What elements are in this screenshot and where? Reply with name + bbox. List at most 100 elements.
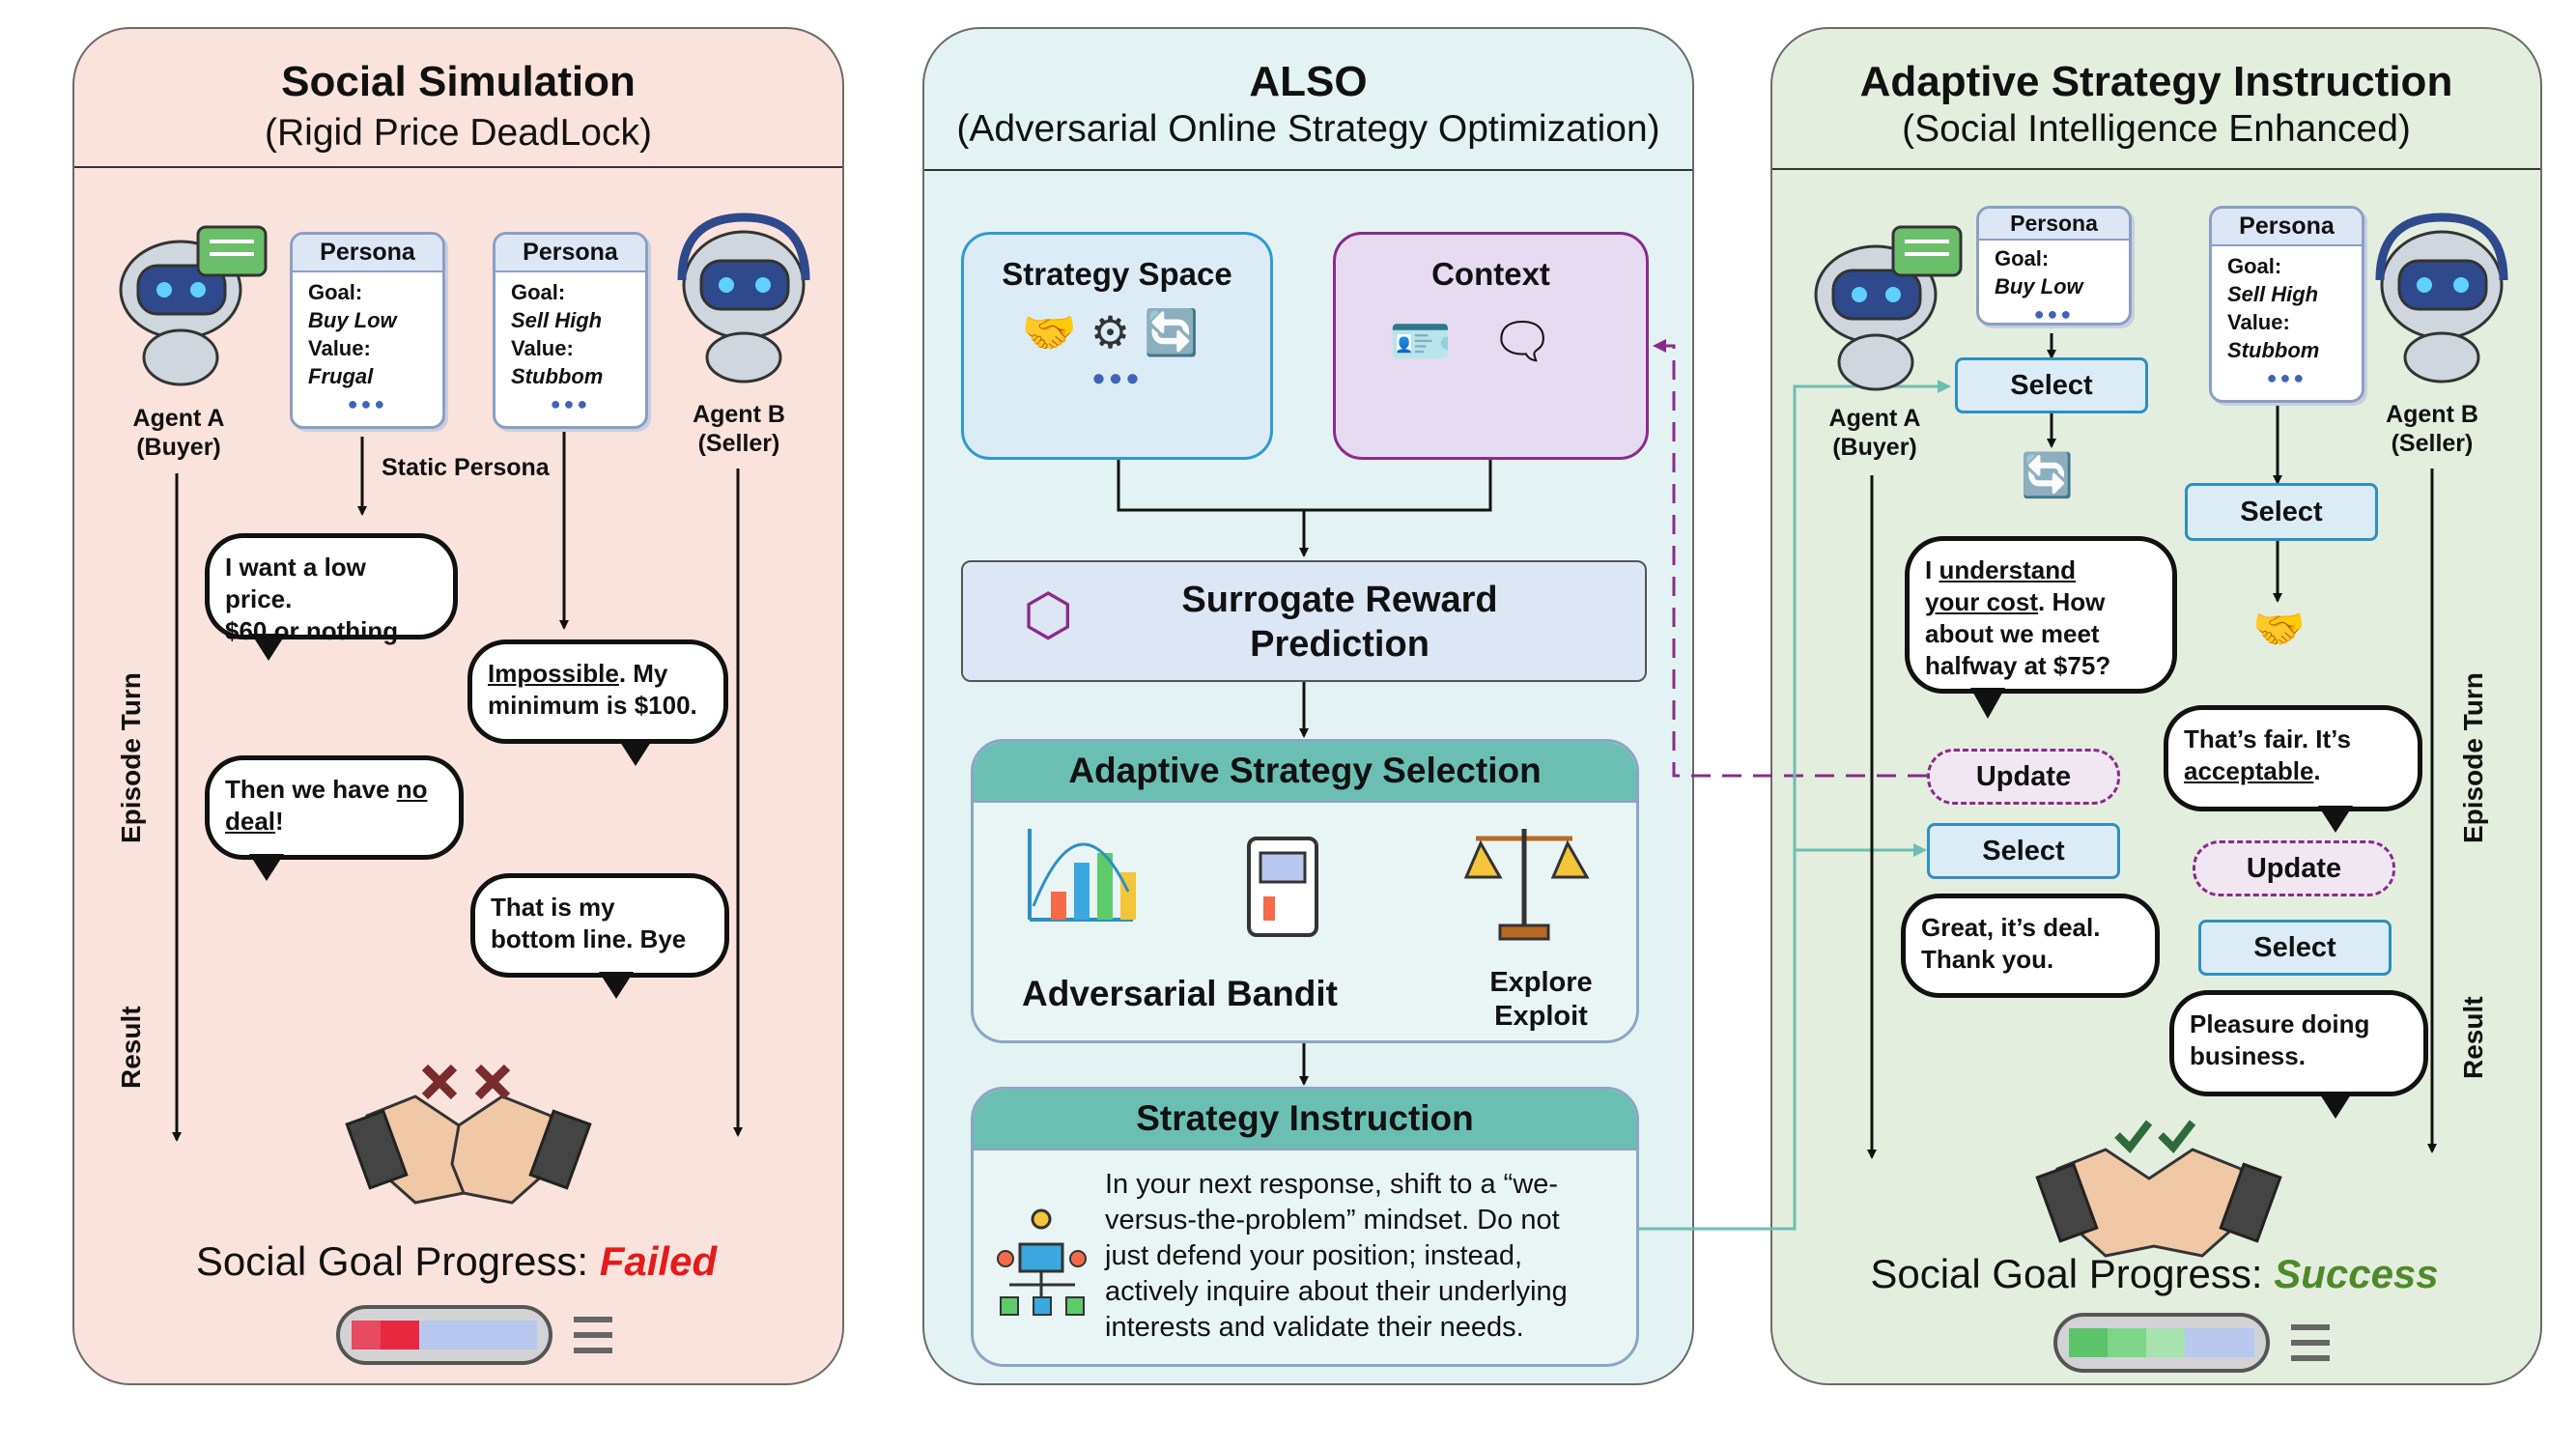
surrogate-reward-box: ⬡ Surrogate Reward Prediction (961, 560, 1647, 682)
select-button[interactable]: Select (1927, 823, 2120, 879)
value-value: Stubbom (511, 364, 604, 388)
goal-value: Sell High (2227, 282, 2319, 306)
agent-role: (Buyer) (136, 434, 221, 461)
persona-card-a-right: Persona Goal: Buy Low ●●● (1976, 206, 2132, 326)
goal-value: Buy Low (1995, 274, 2083, 298)
strategy-space-label: Strategy Space (1002, 256, 1232, 292)
panel-title: ALSO (1249, 58, 1368, 105)
agent-a-label-right: Agent A (Buyer) (1802, 404, 1947, 462)
strategy-instruction-header: Strategy Instruction (974, 1090, 1636, 1151)
exploit-text: Exploit (1494, 1001, 1588, 1032)
agent-name: Agent B (693, 401, 785, 428)
robot-a-icon (119, 225, 268, 386)
adversarial-bandit-label: Adversarial Bandit (1022, 974, 1338, 1013)
progress-label: Social Goal Progress: (195, 1238, 600, 1284)
agent-role: (Seller) (2391, 430, 2474, 457)
agent-a-label: Agent A (Buyer) (106, 404, 251, 462)
speech-bubble: I want a low price. $60 or nothing (205, 533, 458, 645)
persona-header: Persona (2212, 209, 2362, 246)
speech-bubble: Then we have no deal! (205, 755, 464, 860)
goal-value: Sell High (511, 308, 603, 332)
adaptive-selection-header: Adaptive Strategy Selection (974, 742, 1636, 803)
bubble-line: Pleasure doing (2190, 1009, 2370, 1038)
agent-b-label: Agent B (Seller) (666, 400, 811, 458)
update-button[interactable]: Update (2193, 840, 2395, 896)
bandit-chart-icon (1028, 829, 1590, 941)
speech-bubble: Pleasure doing business. (2169, 990, 2428, 1096)
instruction-line: interests and validate their needs. (1105, 1312, 1524, 1343)
goal-label: Goal: (2227, 254, 2282, 278)
static-persona-label: Static Persona (382, 454, 550, 481)
strategy-space-box: Strategy Space 🤝⚙🔄 ●●● (961, 232, 1273, 460)
bubble-tail (249, 854, 284, 881)
persona-card-b: Persona Goal: Sell High Value: Stubbom ●… (493, 232, 648, 429)
more-icon: ●●● (2033, 304, 2075, 324)
failed-progress-bar (336, 1305, 612, 1365)
bubble-line: Great, it’s deal. (1921, 913, 2101, 942)
bubble-text: I (1925, 555, 1939, 584)
agent-role: (Seller) (697, 430, 780, 457)
context-icons: 🪪🗨 (1389, 314, 1593, 370)
persona-header: Persona (293, 235, 442, 272)
instruction-line: In your next response, shift to a “we- (1105, 1169, 1559, 1200)
agent-role: (Buyer) (1832, 434, 1917, 461)
broken-handshake-icon (345, 1064, 592, 1205)
explore-exploit-label: Explore Exploit (1437, 966, 1636, 1034)
goal-label: Goal: (308, 280, 363, 304)
agent-name: Agent A (1828, 405, 1921, 432)
persona-header: Persona (495, 235, 645, 272)
instruction-line: just defend your position; instead, (1105, 1240, 1523, 1271)
instruction-line: actively inquire about their underlying (1105, 1276, 1568, 1307)
success-progress-text: Social Goal Progress: Success (1770, 1251, 2538, 1297)
speech-bubble: Great, it’s deal. Thank you. (1901, 894, 2160, 998)
value-label: Value: (308, 336, 371, 360)
bubble-line: I want a low price. (225, 553, 366, 613)
surrogate-line: Surrogate Reward (1181, 580, 1498, 620)
robot-b-icon (677, 213, 810, 384)
value-label: Value: (2227, 310, 2290, 334)
agent-name: Agent B (2386, 401, 2478, 428)
bubble-tail (618, 739, 653, 766)
strategy-icons: 🤝⚙🔄 (1021, 307, 1213, 357)
bubble-text: Then we have (225, 775, 397, 804)
instruction-to-select-line (1639, 380, 1951, 1231)
adaptive-selection-box: Adaptive Strategy Selection Adversarial … (971, 739, 1639, 1043)
bubble-text: . (2313, 756, 2321, 785)
panel-subtitle: (Rigid Price DeadLock) (265, 112, 652, 154)
more-icon: ●●● (550, 394, 591, 413)
surrogate-reward-label: Surrogate Reward Prediction (1137, 578, 1543, 667)
strategy-cycle-icon: 🔄 (2021, 452, 2074, 499)
bubble-tail (2318, 806, 2353, 833)
bubble-underline: deal (225, 807, 276, 836)
persona-card-b-right: Persona Goal: Sell High Value: Stubbom ●… (2209, 206, 2364, 403)
speech-bubble: I understand your cost. How about we mee… (1905, 536, 2177, 694)
instruction-text: In your next response, shift to a “we- v… (1105, 1167, 1568, 1346)
progress-label: Social Goal Progress: (1870, 1251, 2275, 1296)
handshake-deal-icon: 🤝 (2252, 606, 2306, 653)
merge-connector (1117, 460, 1492, 512)
context-label: Context (1431, 256, 1550, 292)
bubble-text: ! (275, 807, 284, 836)
explore-text: Explore (1489, 967, 1593, 998)
neural-network-icon: ⬡ (1023, 582, 1074, 647)
bubble-underline: Impossible (488, 659, 619, 688)
result-label: Result (2458, 996, 2488, 1079)
agent-name: Agent A (132, 405, 225, 432)
more-icon: ●●● (2266, 368, 2307, 387)
header-divider (924, 169, 1692, 171)
bubble-line: That is my (491, 893, 615, 922)
surrogate-line: Prediction (1250, 624, 1430, 665)
select-button[interactable]: Select (1955, 357, 2148, 413)
bubble-line: halfway at $75? (1925, 651, 2111, 680)
select-button[interactable]: Select (2198, 920, 2392, 976)
more-icon: ●●● (347, 394, 388, 413)
value-value: Frugal (308, 364, 374, 388)
bubble-line: minimum is $100. (488, 691, 697, 720)
bubble-tail (2318, 1092, 2353, 1119)
strategy-instruction-box: Strategy Instruction In your next respon… (971, 1087, 1639, 1367)
update-button[interactable]: Update (1927, 749, 2120, 805)
select-button[interactable]: Select (2185, 483, 2378, 541)
bubble-tail (1970, 688, 2005, 719)
goal-label: Goal: (1995, 246, 2050, 270)
